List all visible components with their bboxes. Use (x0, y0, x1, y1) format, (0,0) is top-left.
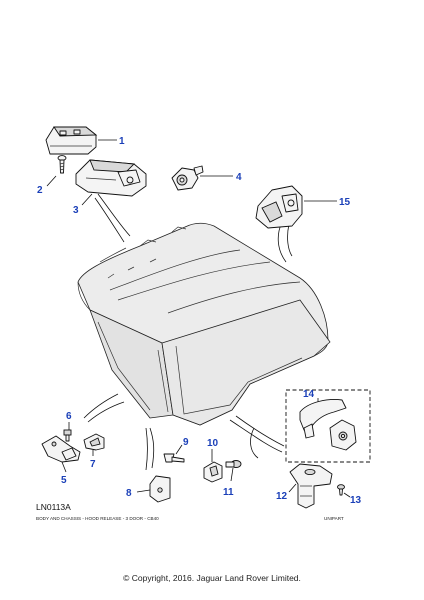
callout-2: 2 (37, 185, 43, 196)
brand-label: UNIPART (324, 516, 344, 521)
part-3-handle-housing (75, 159, 147, 197)
callout-3: 3 (73, 205, 79, 216)
callout-14: 14 (303, 389, 315, 400)
callout-1: 1 (119, 136, 125, 147)
part-13-screw (337, 484, 345, 496)
part-12-mounting-bracket (289, 463, 333, 509)
callout-5: 5 (61, 475, 67, 486)
part-9-screw (163, 453, 185, 463)
part-4-lock-barrel (171, 165, 204, 191)
part-10-clip-nut (203, 461, 223, 483)
part-14-latch (329, 419, 357, 451)
callout-9: 9 (183, 437, 189, 448)
callout-8: 8 (126, 488, 132, 499)
hardtop-illustration (77, 222, 331, 426)
callout-13: 13 (350, 495, 362, 506)
callout-6: 6 (66, 411, 72, 422)
part-6-bolt (63, 429, 72, 442)
callout-11: 11 (223, 487, 234, 498)
callout-10: 10 (207, 438, 219, 449)
part-15-lock-housing (255, 185, 303, 229)
part-8-plate (149, 475, 171, 503)
diagram-code: LN0113A (36, 502, 71, 512)
diagram-caption: BODY AND CHASSIS - HOOD RELEASE - 3 DOOR… (36, 516, 159, 521)
copyright-notice: © Copyright, 2016. Jaguar Land Rover Lim… (123, 573, 301, 583)
part-11-bolt (225, 460, 242, 468)
callout-15: 15 (339, 197, 351, 208)
part-5-bracket (41, 435, 81, 463)
callout-12: 12 (276, 491, 288, 502)
part-14-group-box (285, 389, 371, 463)
part-1-release-cover (45, 126, 98, 155)
callout-7: 7 (90, 459, 96, 470)
part-14-striker (299, 399, 347, 439)
callout-4: 4 (236, 172, 242, 183)
part-7-clip (83, 433, 105, 451)
part-2-screw (57, 155, 67, 174)
